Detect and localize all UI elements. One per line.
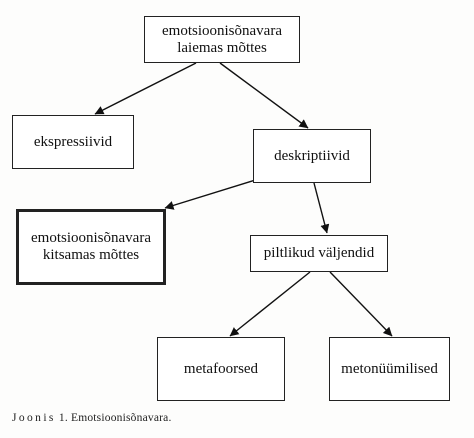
node-descriptives: deskriptiivid — [253, 129, 371, 183]
node-metonymic-label: metonüümilised — [341, 360, 438, 377]
edge-descriptives-to-figurative — [313, 182, 330, 234]
node-figurative-expressions: piltlikud väljendid — [250, 235, 388, 272]
figure-caption-prefix: Joonis — [12, 412, 56, 424]
node-metonymic: metonüümilised — [329, 337, 450, 401]
node-expressives-label: ekspressiivid — [33, 133, 113, 150]
node-emotion-vocabulary-broad-line1: emotsioonisõnavara — [162, 22, 282, 39]
edge-figurative-to-metaphoric — [229, 271, 311, 337]
edge-root-to-expressives — [94, 62, 197, 115]
edge-figurative-to-metonymic — [329, 271, 393, 337]
edge-descriptives-to-narrow — [164, 176, 266, 210]
node-emotion-vocabulary-narrow-line1: emotsioonisõnavara — [31, 230, 151, 246]
node-expressives: ekspressiivid — [12, 115, 134, 169]
node-metaphoric: metafoorsed — [157, 337, 285, 401]
edge-root-to-descriptives — [219, 62, 309, 129]
node-figurative-expressions-label: piltlikud väljendid — [263, 245, 375, 261]
node-emotion-vocabulary-broad-line2: laiemas mõttes — [177, 39, 267, 56]
node-metaphoric-label: metafoorsed — [183, 360, 259, 377]
node-descriptives-label: deskriptiivid — [274, 147, 350, 164]
node-emotion-vocabulary-broad: emotsioonisõnavara laiemas mõttes — [144, 16, 300, 63]
figure-caption: Joonis 1. Emotsioonisõnavara. — [12, 412, 172, 424]
node-emotion-vocabulary-narrow: emotsioonisõnavara kitsamas mõttes — [16, 209, 166, 285]
figure-caption-text: 1. Emotsioonisõnavara. — [55, 412, 172, 424]
node-emotion-vocabulary-narrow-line2: kitsamas mõttes — [42, 247, 140, 263]
